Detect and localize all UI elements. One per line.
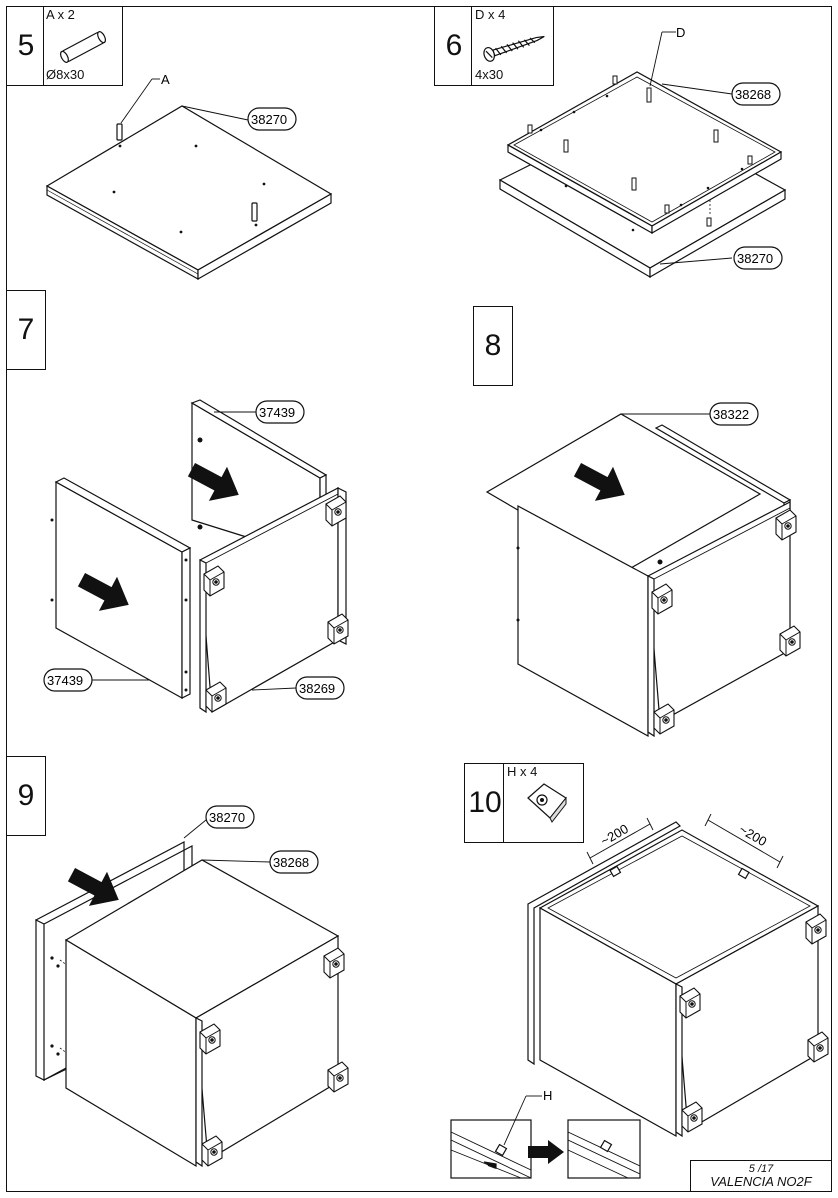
- step-7-back-callout: 37439: [259, 405, 295, 420]
- model-name: VALENCIA NO2F: [710, 1174, 812, 1189]
- step-6-letter-d: D: [676, 25, 685, 40]
- step-8-number: 8: [473, 306, 513, 386]
- step-5-diagram: [45, 78, 333, 281]
- step-10-diagram: [450, 813, 829, 1179]
- step-5-number: 5: [6, 6, 46, 86]
- dowel-icon: [59, 31, 107, 63]
- step-9-back-callout: 38270: [209, 810, 245, 825]
- corner-bracket-icon: [527, 783, 567, 823]
- step-10-dim-right: ~200: [737, 822, 770, 850]
- step-10-number: 10: [464, 763, 506, 843]
- step-6-number: 6: [434, 6, 474, 86]
- step-9-number: 9: [6, 756, 46, 836]
- hardware-box-a: A x 2 Ø8x30: [43, 6, 123, 86]
- hardware-h-qty: H x 4: [507, 764, 538, 779]
- step-9-panel-callout: 38268: [273, 855, 309, 870]
- hardware-box-h: H x 4: [503, 763, 584, 843]
- step-6-diagram: [498, 31, 787, 279]
- step-8-diagram: [485, 402, 801, 738]
- step-7-left-callout: 37439: [47, 673, 83, 688]
- hardware-a-qty: A x 2: [46, 7, 75, 22]
- step-6-bottom-callout: 38270: [737, 251, 773, 266]
- step-7-diagram: [43, 399, 349, 714]
- hardware-box-d: D x 4 4x30: [471, 6, 554, 86]
- step-10-letter-h: H: [543, 1088, 552, 1103]
- step-7-number: 7: [6, 290, 46, 370]
- page-footer: 5 /17 VALENCIA NO2F: [690, 1160, 832, 1192]
- step-7-side-callout: 38269: [299, 681, 335, 696]
- hardware-d-qty: D x 4: [475, 7, 506, 22]
- step-5-letter-a: A: [161, 72, 170, 87]
- step-5-part-callout: 38270: [251, 112, 287, 127]
- step-8-top-callout: 38322: [713, 407, 749, 422]
- hardware-d-size: 4x30: [475, 67, 504, 82]
- page-number: 5 /17: [748, 1163, 774, 1175]
- instruction-page-frame: [6, 6, 832, 1192]
- step-9-diagram: [35, 805, 349, 1168]
- screw-icon: [483, 35, 545, 62]
- step-6-top-callout: 38268: [735, 87, 771, 102]
- hardware-a-size: Ø8x30: [46, 67, 85, 82]
